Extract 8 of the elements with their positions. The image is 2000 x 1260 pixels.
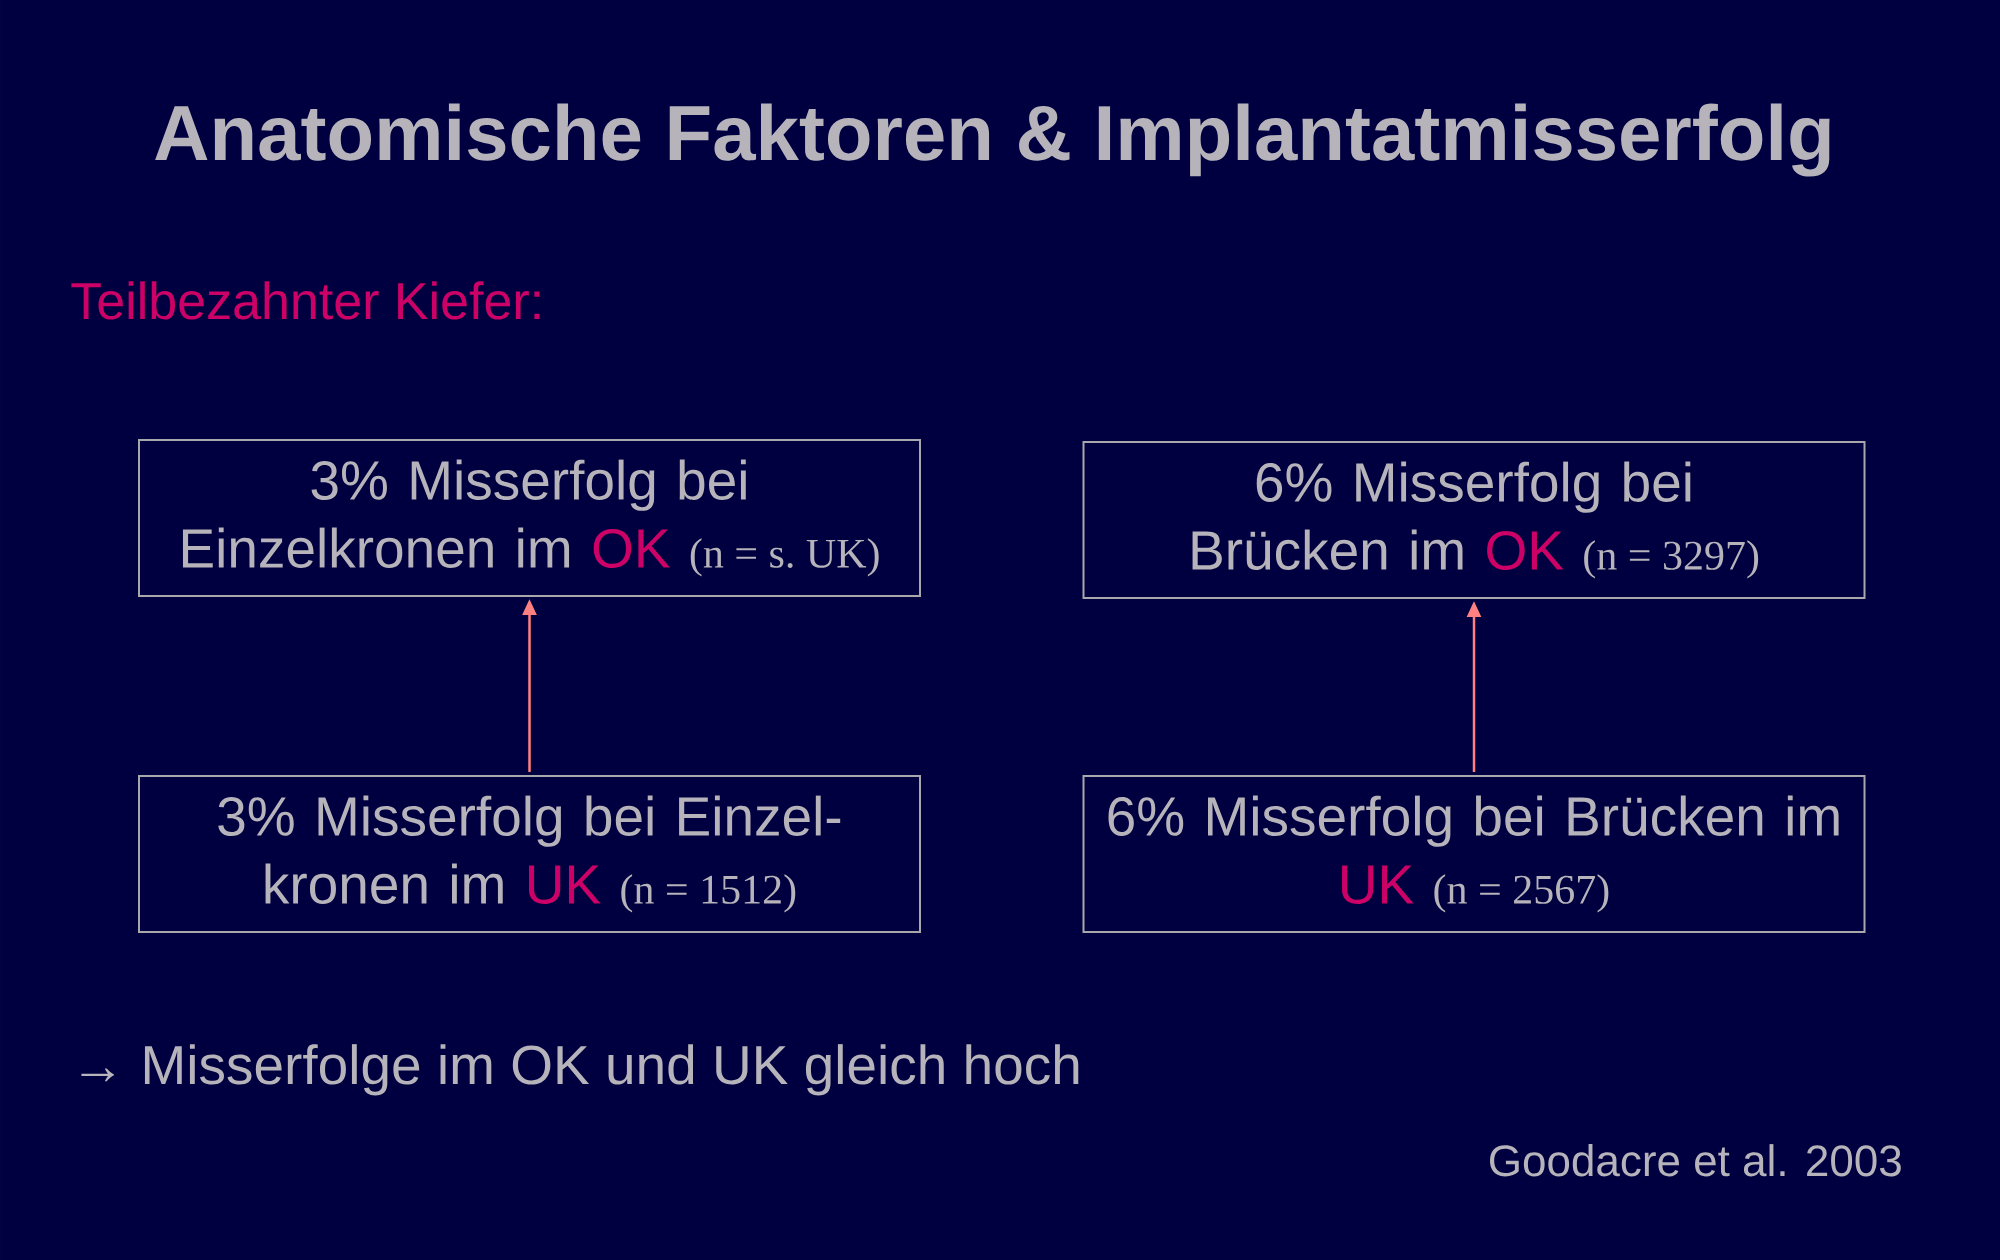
citation: Goodacre et al. 2003	[1490, 1144, 1901, 1177]
text-box: 6% Misserfolg bei Brücken im UK (n = 2567)	[1082, 775, 1866, 933]
text-box: 3% Misserfolg bei Einzel- kronen im UK (n = 1512)	[138, 775, 921, 933]
heading: Teilbezahnter Kiefer:	[71, 281, 540, 320]
conclusion-text: → Misserfolge im OK und UK gleich hoch	[81, 1044, 1079, 1096]
text-box: 3% Misserfolg bei Einzelkronen im OK (n = s. UK)	[138, 439, 921, 597]
text-box: 6% Misserfolg bei Brücken im OK (n = 3297)	[1082, 441, 1866, 599]
title: Anatomische Faktoren & Implantatmisserfolg	[155, 103, 1830, 177]
